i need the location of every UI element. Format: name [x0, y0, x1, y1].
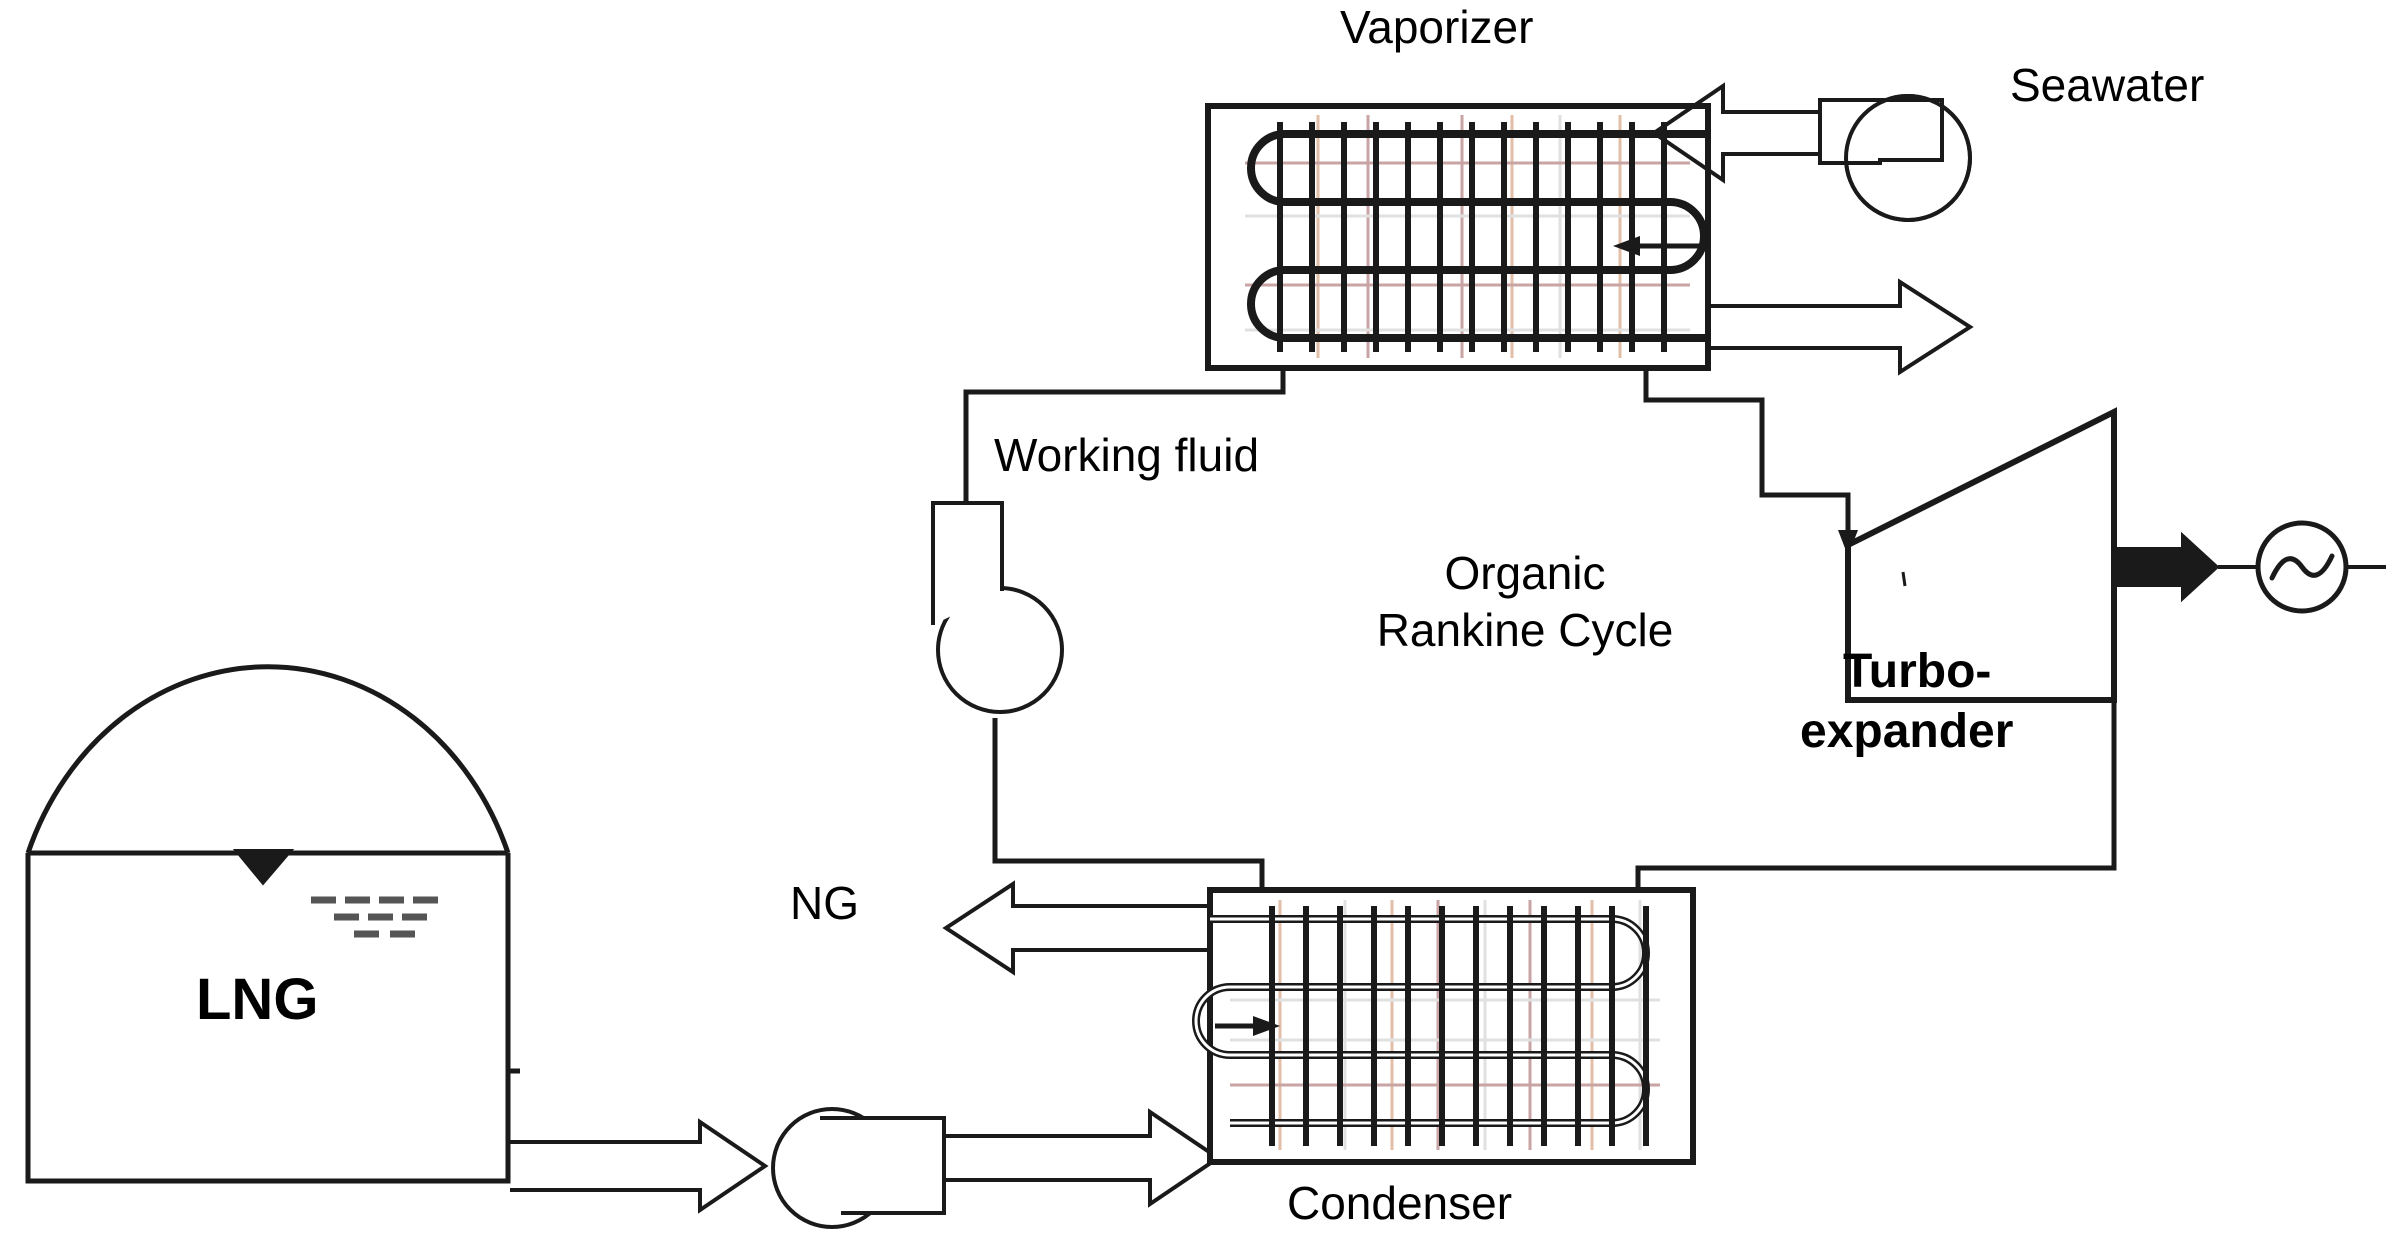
generator — [2255, 520, 2386, 614]
vaporizer-tube-coil — [1247, 130, 1708, 342]
lng-tank-shell — [25, 853, 511, 1184]
ng-label: NG — [790, 877, 859, 929]
organic-rankine-cycle-label-line1: Organic — [1444, 547, 1606, 599]
vaporizer-shell — [1205, 103, 1711, 371]
seawater-label: Seawater — [2010, 59, 2205, 111]
stream-condenser-to-wf-pump — [992, 718, 1265, 892]
stream-lng-to-pump — [510, 1118, 769, 1214]
working-fluid-pump — [931, 501, 1064, 714]
condenser-flow-arrow-icon — [1253, 1016, 1280, 1036]
vaporizer-tint-lines — [1245, 115, 1690, 358]
generator-sine-wave-icon — [2269, 553, 2335, 581]
lng-tank — [25, 664, 520, 1184]
lng-pump — [771, 1107, 946, 1229]
organic-rankine-cycle-label-line2: Rankine Cycle — [1376, 604, 1674, 656]
seawater-pump-outline — [1844, 94, 1972, 222]
shaft-power-arrow-icon — [2113, 531, 2220, 603]
turbo-expander-label-line2: expander — [1800, 705, 2014, 758]
stream-turbine-to-condenser — [1635, 700, 2117, 892]
lng-tank-dome — [25, 664, 511, 854]
lng-label: LNG — [196, 967, 319, 1032]
stream-wf-pump-to-vaporizer — [963, 368, 1286, 503]
vaporizer-flow-arrow-icon — [1613, 236, 1640, 256]
seawater-pump — [1818, 94, 1972, 222]
vaporizer-label: Vaporizer — [1340, 1, 1534, 53]
condenser-label: Condenser — [1287, 1177, 1513, 1229]
stream-condenser-to-ng — [942, 880, 1212, 976]
vaporizer — [1205, 103, 1711, 371]
stream-seawater-in — [1650, 82, 1820, 184]
condenser — [1192, 887, 1696, 1165]
liquid-level-triangle-icon — [232, 849, 295, 886]
turbo-expander-label-line1: Turbo- — [1843, 645, 1992, 698]
stream-turbine-to-generator — [2113, 531, 2258, 603]
stream-seawater-out — [1710, 278, 1974, 376]
liquid-level-hatch-icon — [311, 896, 438, 938]
working-fluid-label: Working fluid — [994, 429, 1260, 481]
turbo-expander-shaft-mark — [1901, 571, 1907, 587]
lng-pump-discharge-box — [820, 1116, 946, 1215]
seawater-pump-suction-box — [1818, 98, 1944, 165]
vaporizer-vertical-tubes — [1277, 122, 1667, 352]
stream-vaporizer-to-turbine — [1643, 370, 1851, 545]
